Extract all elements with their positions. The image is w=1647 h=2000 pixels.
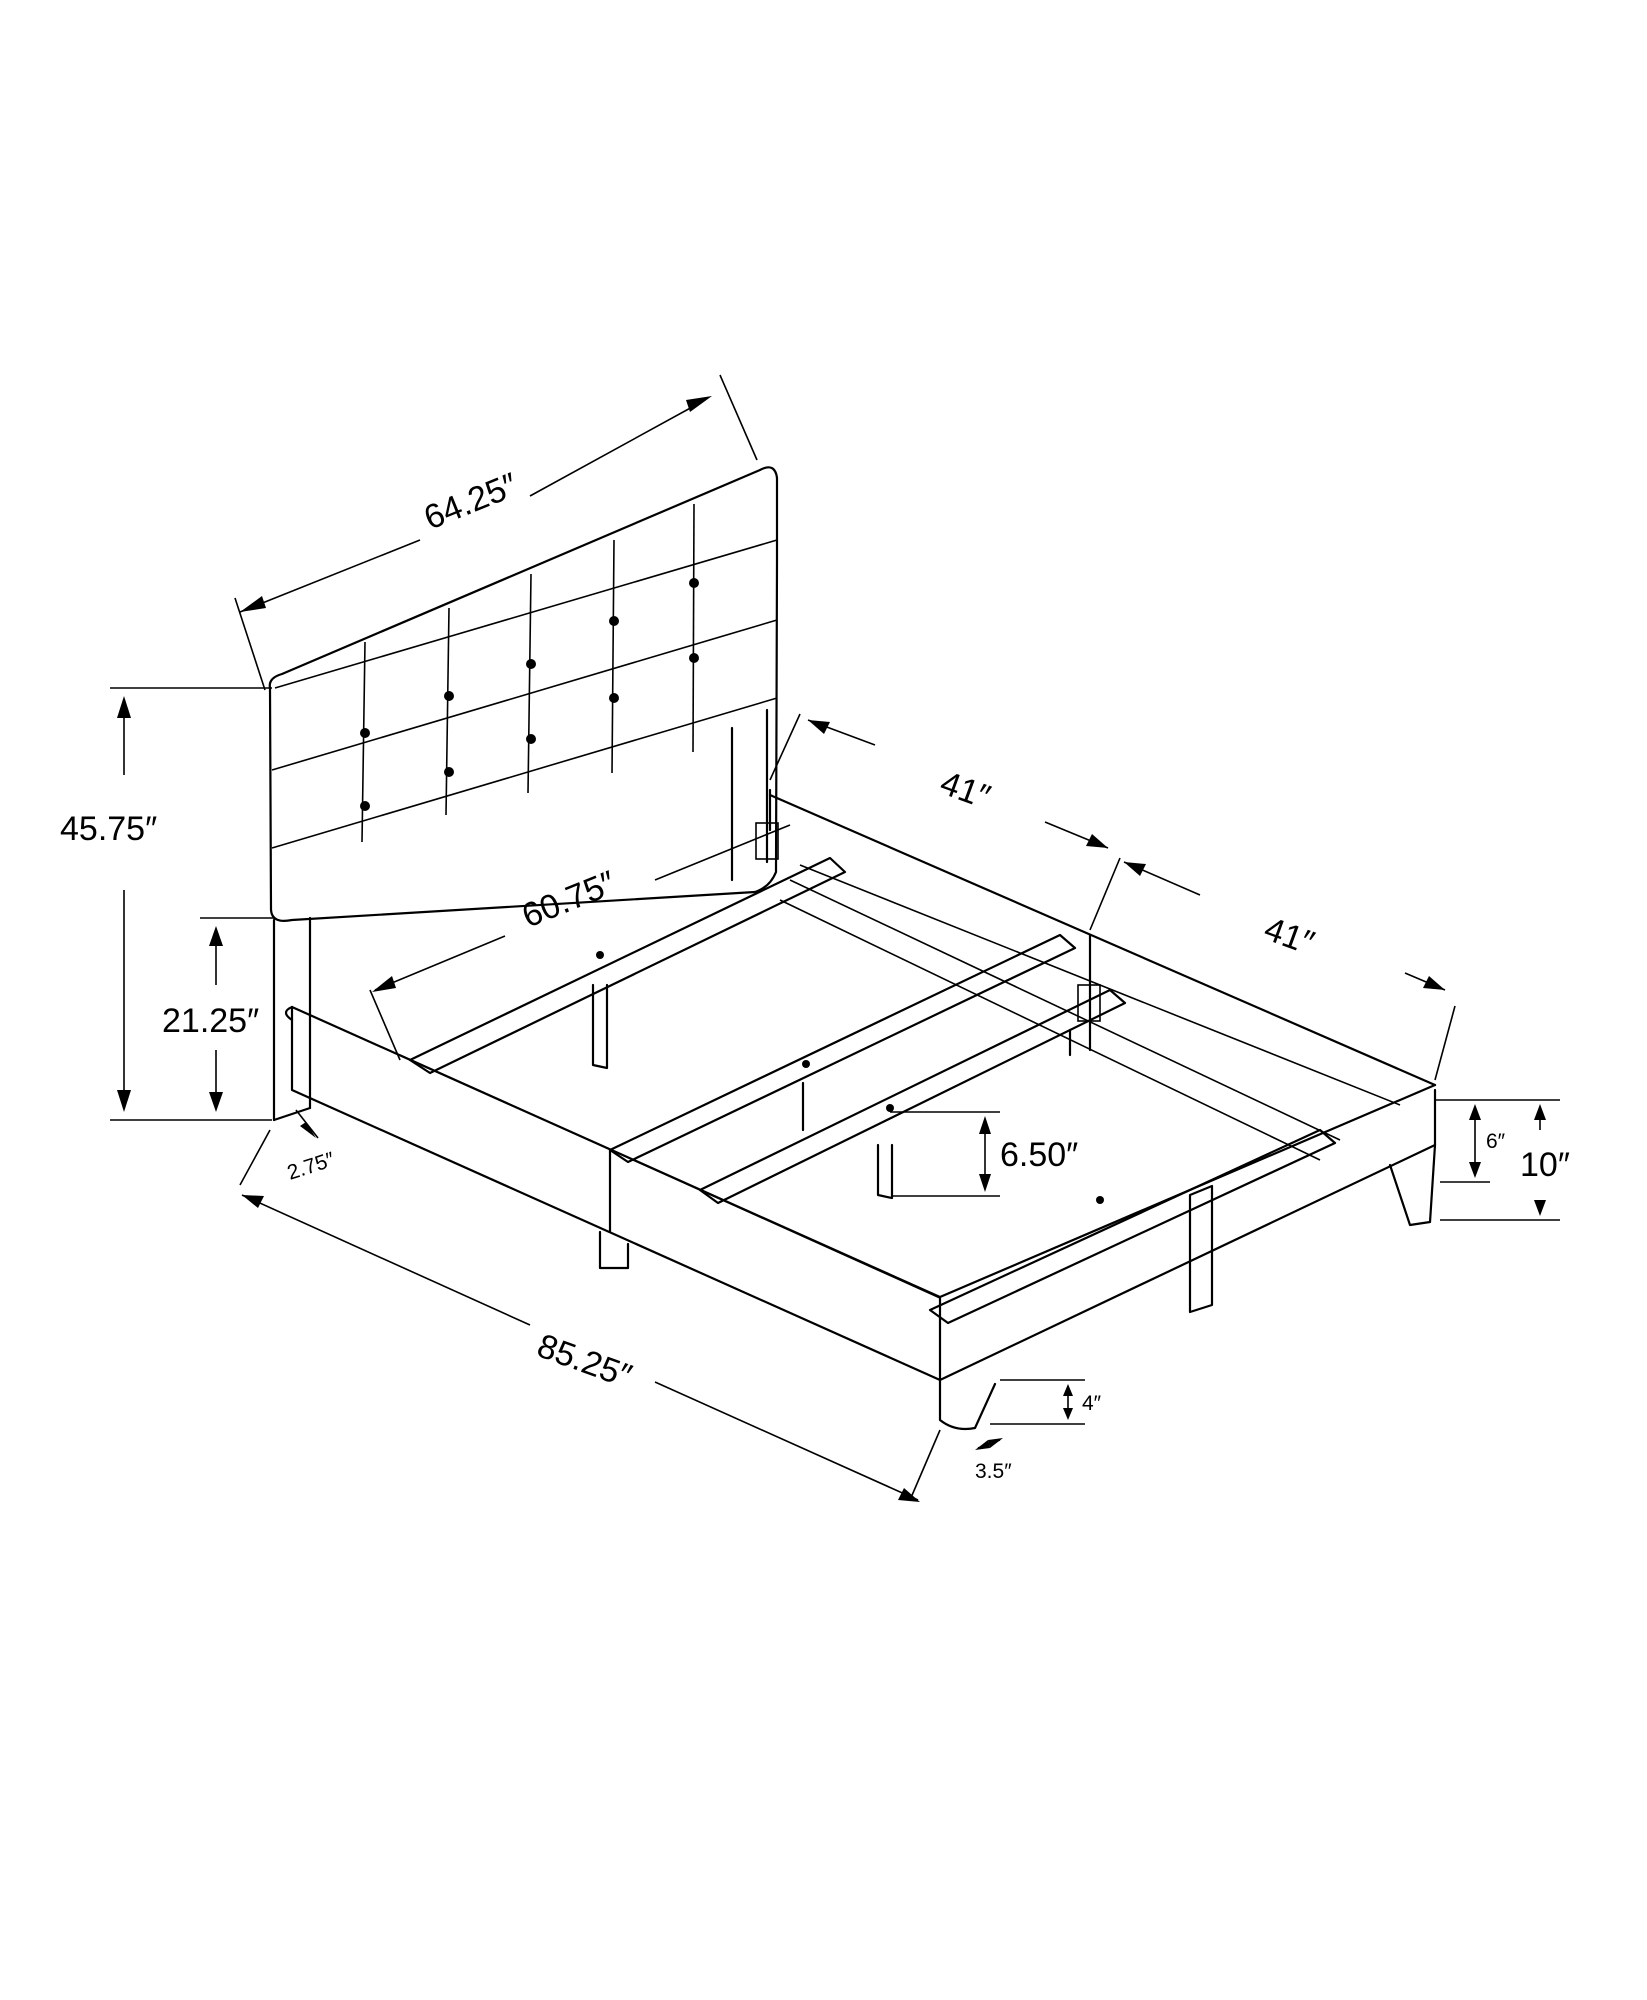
tuft-buttons (360, 578, 699, 811)
dimension-labels: 64.25″ 45.75″ 60.75″ 21.25″ 2.75″ 41″ 41… (60, 466, 1570, 1483)
headboard (268, 466, 779, 922)
post-width-label: 2.75″ (284, 1148, 338, 1185)
rail-height-label: 21.25″ (162, 1002, 259, 1040)
center-leg-height-label: 6.50″ (1000, 1136, 1078, 1174)
leg-height-label: 4″ (1082, 1392, 1102, 1415)
headboard-posts (272, 708, 769, 1122)
dimension-lines (110, 374, 1560, 1502)
total-footboard-height-label: 10″ (1520, 1146, 1570, 1184)
side-rail-front-label: 41″ (935, 764, 995, 817)
bed-frame (284, 788, 1437, 1431)
inner-width-label: 60.75″ (517, 864, 621, 936)
leg-width-label: 3.5″ (975, 1460, 1012, 1483)
headboard-height-label: 45.75″ (60, 810, 157, 848)
footboard-height-label: 6″ (1486, 1130, 1506, 1153)
headboard-width-label: 64.25″ (419, 466, 523, 538)
side-rail-back-label: 41″ (1259, 910, 1319, 963)
total-length-label: 85.25″ (532, 1327, 636, 1396)
